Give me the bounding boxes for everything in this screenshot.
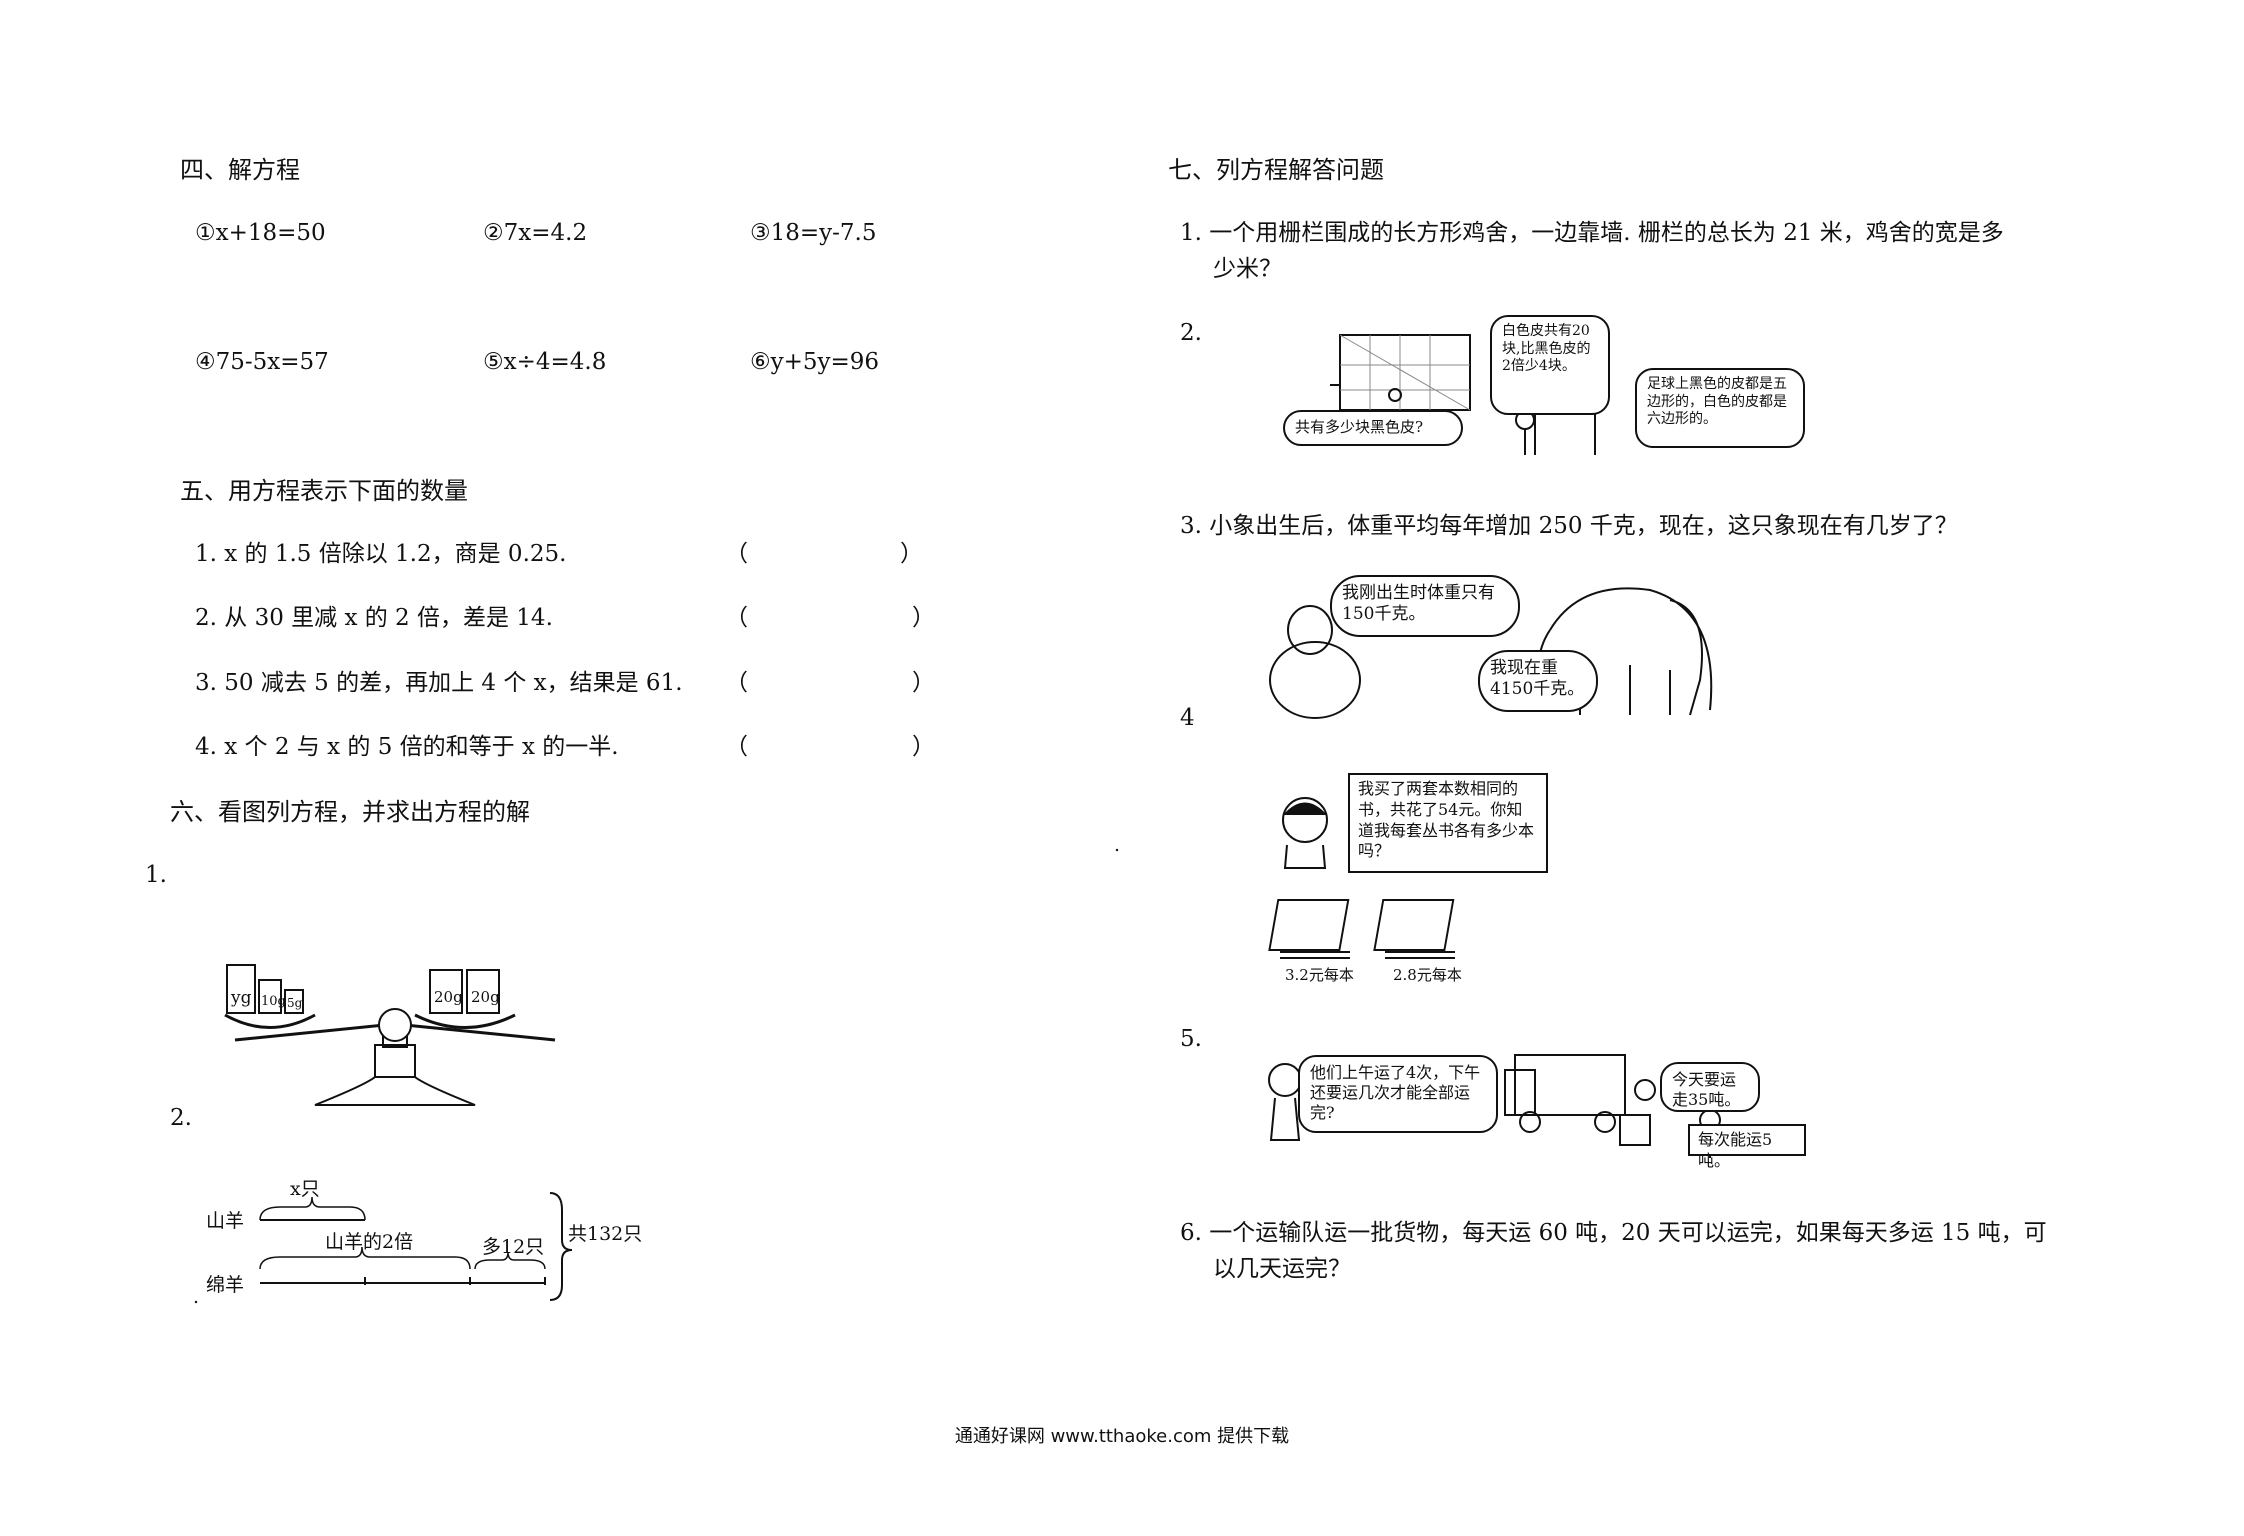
footer-credit: 通通好课网 www.tthaoke.com 提供下载 <box>954 1426 1290 1447</box>
q6-line2: 以几天运完？ <box>1213 1256 1351 1282</box>
book-sets-illustration <box>1268 899 1455 959</box>
q6-line1: 6. 一个运输队运一批货物，每天运 60 吨，20 天可以运完，如果每天多运 1… <box>1180 1220 2047 1246</box>
total-label: 共132只 <box>568 1223 643 1245</box>
section5-item-1: 1. x 的 1.5 倍除以 1.2，商是 0.25. <box>195 541 567 567</box>
sheep-brace-label: 山羊的2倍 <box>325 1231 414 1253</box>
q4-price-b: 2.8元每本 <box>1393 966 1462 984</box>
section6-title: 六、看图列方程，并求出方程的解 <box>170 798 530 826</box>
equation-2: ②7x=4.2 <box>483 220 588 246</box>
q5-bubble-total: 今天要运走35吨。 <box>1660 1062 1760 1112</box>
answer-blank-close-2: ） <box>912 605 935 631</box>
section4-title: 四、解方程 <box>180 156 300 184</box>
section5-title: 五、用方程表示下面的数量 <box>180 477 468 505</box>
answer-blank-close-3: ） <box>912 670 935 696</box>
answer-blank-close-1: ） <box>900 541 923 567</box>
q1-line1: 1. 一个用栅栏围成的长方形鸡舍，一边靠墙. 栅栏的总长为 21 米，鸡舍的宽是… <box>1180 220 2004 246</box>
q5-capacity-box: 每次能运5吨。 <box>1688 1124 1806 1170</box>
q5-bubble-question: 他们上午运了4次，下午还要运几次才能全部运完? <box>1298 1055 1498 1133</box>
sheep-label: 绵羊 <box>206 1274 245 1296</box>
q3-text: 3. 小象出生后，体重平均每年增加 250 千克，现在，这只象现在有几岁了？ <box>1180 513 1958 539</box>
answer-blank-open-2: （ <box>725 605 748 631</box>
q3-bubble-adult-elephant: 我现在重4150千克。 <box>1478 650 1598 712</box>
q4-label: 4 <box>1180 705 1195 731</box>
q2-bubble-white-patches: 白色皮共有20块,比黑色皮的2倍少4块。 <box>1490 315 1610 415</box>
q4-girl-illustration <box>1282 797 1328 869</box>
weight-label-y: yg <box>231 988 252 1008</box>
q2-question-bubble: 共有多少块黑色皮? <box>1283 410 1463 446</box>
extra-label: 多12只 <box>482 1236 545 1258</box>
section5-item-2: 2. 从 30 里减 x 的 2 倍，差是 14. <box>195 605 553 631</box>
section6-q1-label: 1. <box>145 862 167 888</box>
goat-sheep-diagram <box>259 1192 573 1301</box>
equation-5: ⑤x÷4=4.8 <box>483 349 607 375</box>
q3-bubble-baby-elephant: 我刚出生时体重只有150千克。 <box>1330 575 1520 637</box>
q4-speech-box: 我买了两套本数相同的书，共花了54元。你知道我每套丛书各有多少本吗？ <box>1348 773 1548 873</box>
section5-item-3: 3. 50 减去 5 的差，再加上 4 个 x，结果是 61. <box>195 670 683 696</box>
q2-label: 2. <box>1180 320 1202 346</box>
equation-3: ③18=y-7.5 <box>750 220 877 246</box>
stray-dot-left: . <box>193 1286 200 1308</box>
balance-scale-illustration <box>224 964 556 1106</box>
section5-item-4: 4. x 个 2 与 x 的 5 倍的和等于 x 的一半. <box>195 734 619 760</box>
answer-blank-open-1: （ <box>725 541 748 567</box>
answer-blank-close-4: ） <box>912 734 935 760</box>
q2-bubble-shapes: 足球上黑色的皮都是五边形的，白色的皮都是六边形的。 <box>1635 368 1805 448</box>
stray-dot-right: . <box>1114 834 1121 856</box>
equation-1: ①x+18=50 <box>195 220 326 246</box>
q1-line2: 少米？ <box>1213 256 1282 282</box>
answer-blank-open-4: （ <box>725 734 748 760</box>
goat-value: x只 <box>290 1178 320 1200</box>
weight-label-20g-b: 20g <box>471 988 500 1006</box>
weight-label-5g: 5g <box>287 996 303 1010</box>
section6-q2-label: 2. <box>170 1105 192 1131</box>
answer-blank-open-3: （ <box>725 670 748 696</box>
equation-4: ④75-5x=57 <box>195 349 329 375</box>
equation-6: ⑥y+5y=96 <box>750 349 880 375</box>
q4-price-a: 3.2元每本 <box>1285 966 1354 984</box>
weight-label-10g: 10g <box>261 994 286 1009</box>
weight-label-20g-a: 20g <box>434 988 463 1006</box>
goat-label: 山羊 <box>206 1210 245 1232</box>
q5-label: 5. <box>1180 1026 1202 1052</box>
section7-title: 七、列方程解答问题 <box>1168 156 1384 184</box>
